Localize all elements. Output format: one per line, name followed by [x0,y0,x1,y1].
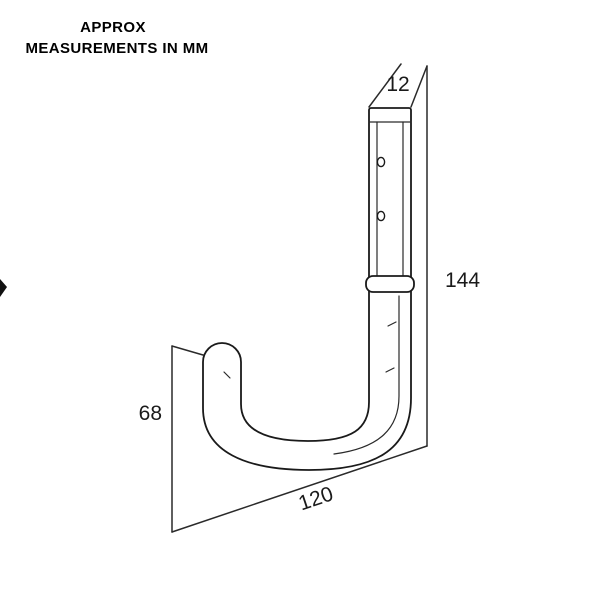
dim-extension-top-left [368,63,402,108]
dim-extension-left-top [171,345,204,356]
dim-label-right-height: 144 [445,269,480,292]
dim-extension-top-right [410,65,428,108]
header-line1: APPROX [80,19,146,36]
hook-arm [202,285,412,471]
tube-texture-dash-1 [387,321,397,327]
header-note: APPROX MEASUREMENTS IN MM [25,19,208,57]
dim-label-left-height: 68 [139,402,162,425]
screw-hole-bottom [376,210,386,222]
tube-texture-dash-2 [385,367,395,373]
dim-line-bottom-width [171,445,428,533]
dim-label-top-width: 12 [386,73,409,96]
hook-shaft [368,107,412,283]
screw-hole-top [376,156,386,168]
hook-drawing [202,107,415,471]
header-line2: MEASUREMENTS IN MM [25,40,208,57]
hook-arm-highlight [333,295,400,455]
dimension-annotations: 12 144 120 68 [139,63,480,533]
tube-texture-dash-3 [223,371,231,379]
edge-artifact [0,279,7,297]
dim-label-bottom-width: 120 [296,482,337,515]
shaft-sleeve [365,275,415,293]
